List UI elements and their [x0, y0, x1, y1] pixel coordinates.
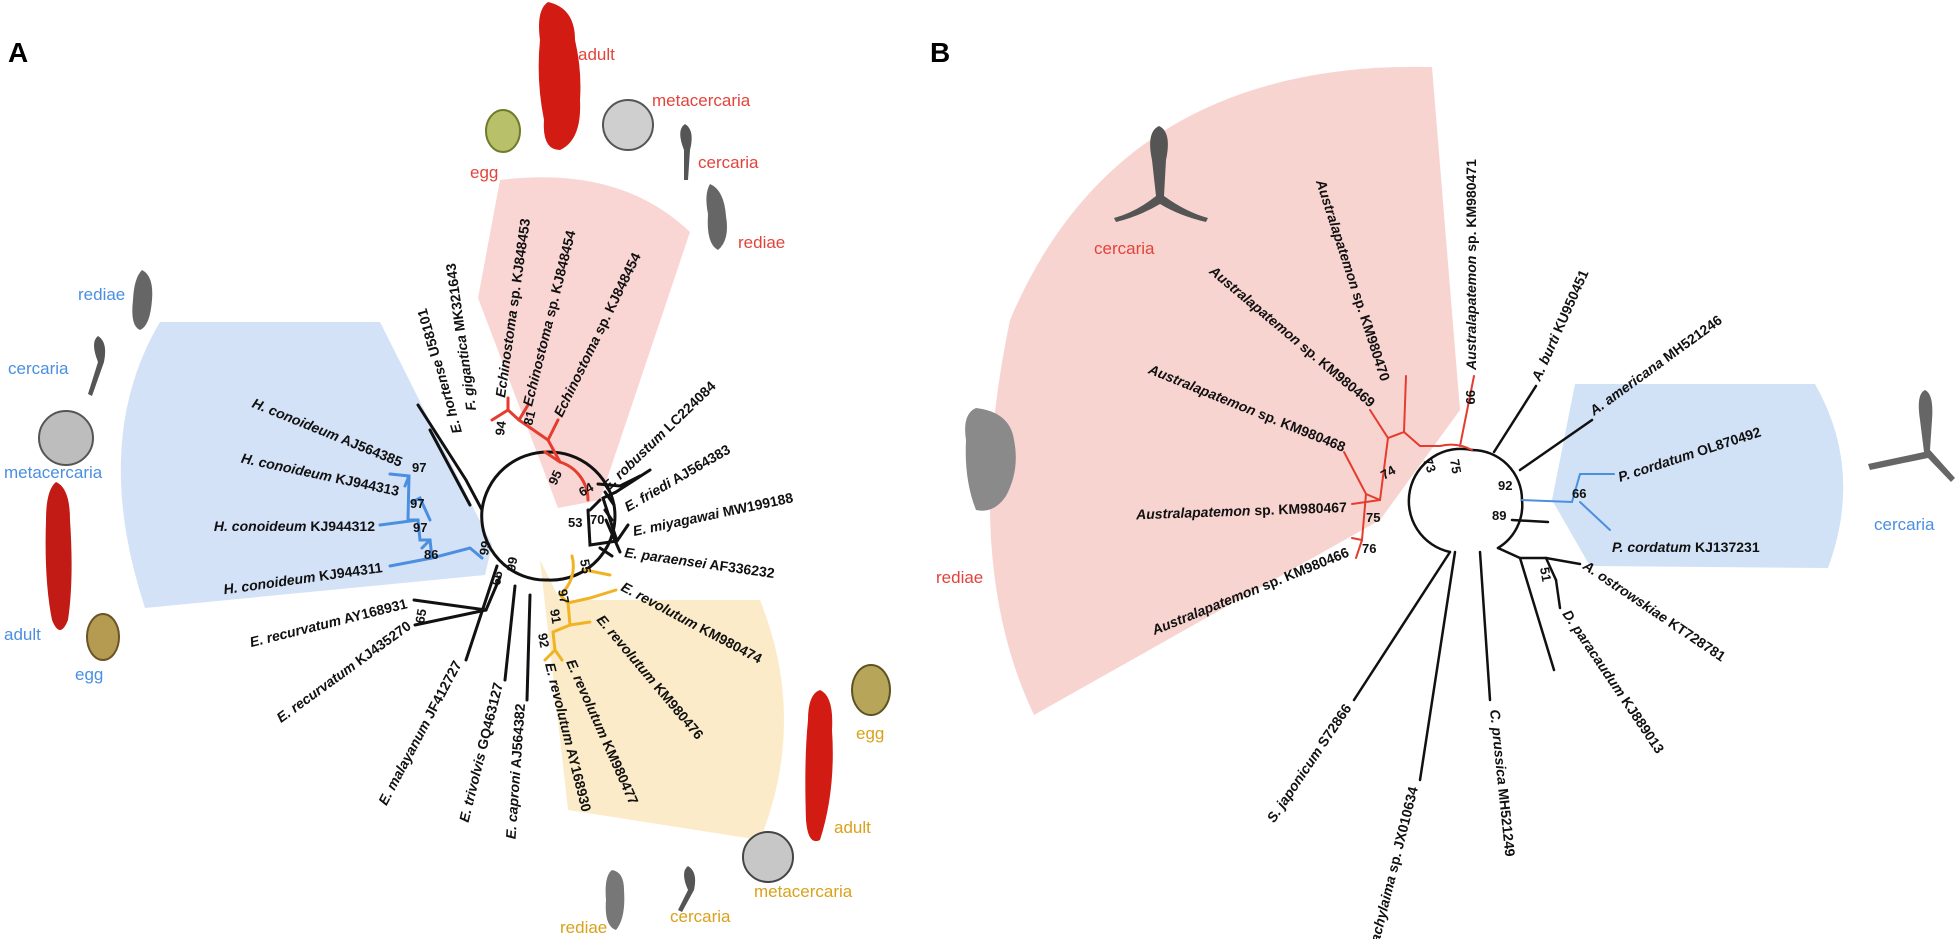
svg-text:99: 99	[1463, 390, 1478, 404]
metacercaria-picture	[38, 410, 94, 466]
svg-text:81: 81	[520, 409, 538, 427]
svg-text:adult: adult	[578, 45, 615, 64]
svg-text:egg: egg	[470, 163, 498, 182]
svg-text:metacercaria: metacercaria	[652, 91, 751, 110]
svg-text:99: 99	[476, 540, 493, 557]
svg-text:rediae: rediae	[936, 568, 983, 587]
backbone-b	[1352, 384, 1594, 782]
svg-text:94: 94	[492, 419, 509, 436]
svg-text:rediae: rediae	[738, 233, 785, 252]
svg-text:92: 92	[535, 632, 552, 649]
yellow-clade-shading-a	[540, 560, 784, 840]
red-clade-branches-b	[1343, 375, 1475, 559]
red-clade-shading-a	[478, 177, 690, 508]
leaf-e-caproni: E. caproni AJ564382	[503, 703, 528, 840]
leaf-h-conoideum-kj944312: H. conoideum KJ944312	[214, 518, 375, 534]
leaf-c-prussica: C. prussica MH521249	[1487, 709, 1518, 858]
blue-clade-branches-a	[378, 472, 484, 568]
egg-picture	[86, 613, 120, 661]
bootstrap-values-a: 94 81 95 64 70 53 97 97 97 86 99 99 66 6…	[410, 409, 604, 649]
svg-text:97: 97	[410, 496, 424, 511]
leaf-d-paracaudum: D. paracaudum KJ889013	[1560, 607, 1668, 757]
leaf-australapatemon-km980467: Australapatemon sp. KM980467	[1135, 499, 1347, 522]
rediae-picture	[132, 270, 153, 330]
svg-text:cercaria: cercaria	[698, 153, 759, 172]
rediae-picture	[706, 184, 727, 250]
svg-text:76: 76	[1362, 541, 1376, 556]
leaf-e-trivolvis: E. trivolvis GQ463127	[456, 681, 506, 824]
leaf-e-paraensei: E. paraensei AF336232	[624, 544, 776, 581]
svg-text:cercaria: cercaria	[670, 907, 731, 926]
stages-red-a: adult metacercaria egg cercaria rediae	[470, 2, 785, 252]
cercaria-picture	[88, 336, 106, 396]
svg-text:adult: adult	[4, 625, 41, 644]
svg-text:95: 95	[545, 468, 565, 488]
svg-text:metacercaria: metacercaria	[4, 463, 103, 482]
svg-text:cercaria: cercaria	[1874, 515, 1935, 534]
blue-clade-shading-a	[120, 322, 493, 608]
leaf-australapatemon-km980471: Australapatemon sp. KM980471	[1463, 159, 1479, 371]
cercaria-picture	[1868, 390, 1955, 482]
leaf-brachylaima: Brachylaima sp. JX010634	[1363, 785, 1421, 939]
svg-text:metacercaria: metacercaria	[754, 882, 853, 901]
rediae-picture	[605, 870, 625, 930]
svg-text:66: 66	[488, 570, 505, 587]
panel-a-label: A	[8, 37, 28, 68]
rediae-picture	[965, 408, 1016, 511]
leaf-a-burti: A. burti KU950451	[1528, 267, 1592, 384]
stages-blue-a: rediae cercaria metacercaria adult egg	[4, 270, 153, 684]
adult-worm-picture	[45, 482, 72, 630]
svg-text:adult: adult	[834, 818, 871, 837]
panel-b-label: B	[930, 37, 950, 68]
svg-text:cercaria: cercaria	[1094, 239, 1155, 258]
svg-text:75: 75	[1447, 458, 1464, 475]
svg-text:70: 70	[590, 512, 604, 527]
cercaria-picture	[678, 866, 696, 912]
yellow-clade-branches-a	[543, 554, 618, 662]
metacercaria-picture	[602, 99, 654, 151]
stages-blue-b: cercaria	[1868, 390, 1955, 534]
blue-clade-branches-b	[1521, 473, 1615, 531]
svg-text:73: 73	[1420, 456, 1439, 475]
svg-text:65: 65	[412, 608, 429, 625]
svg-text:75: 75	[1366, 510, 1380, 525]
bootstrap-values-b: 99 75 73 74 75 76 92 89 66 51	[1362, 390, 1586, 583]
svg-text:egg: egg	[75, 665, 103, 684]
svg-text:53: 53	[568, 515, 582, 530]
svg-text:86: 86	[424, 547, 438, 562]
stages-red-b: cercaria rediae	[936, 126, 1208, 587]
leaf-p-cordatum-kj137231: P. cordatum KJ137231	[1612, 539, 1760, 555]
svg-text:51: 51	[1537, 566, 1554, 583]
svg-text:egg: egg	[856, 724, 884, 743]
egg-picture	[485, 109, 521, 153]
svg-text:rediae: rediae	[560, 918, 607, 937]
metacercaria-picture	[742, 831, 794, 883]
red-clade-shading-b	[989, 66, 1460, 716]
svg-text:89: 89	[1492, 508, 1506, 523]
cercaria-picture	[680, 124, 692, 180]
stages-yellow-a: egg adult metacercaria rediae cercaria	[560, 664, 891, 937]
adult-worm-picture	[538, 2, 581, 150]
svg-text:91: 91	[547, 608, 564, 625]
svg-text:55: 55	[577, 558, 594, 575]
leaf-e-malayanum: E. malayanum JF412727	[375, 658, 465, 808]
backbone-a	[412, 403, 652, 702]
adult-worm-picture	[805, 690, 833, 842]
svg-text:92: 92	[1498, 478, 1512, 493]
egg-picture	[851, 664, 891, 716]
svg-text:99: 99	[503, 556, 520, 573]
svg-text:cercaria: cercaria	[8, 359, 69, 378]
svg-text:97: 97	[555, 588, 572, 605]
blue-clade-shading-b	[1552, 384, 1844, 568]
red-clade-branches-a	[490, 396, 590, 502]
svg-text:rediae: rediae	[78, 285, 125, 304]
svg-text:66: 66	[1572, 486, 1586, 501]
cercaria-picture	[1114, 126, 1208, 222]
leaf-s-japonicum: S. japonicum S72866	[1263, 701, 1354, 826]
svg-text:97: 97	[412, 460, 426, 475]
svg-text:97: 97	[413, 520, 427, 535]
